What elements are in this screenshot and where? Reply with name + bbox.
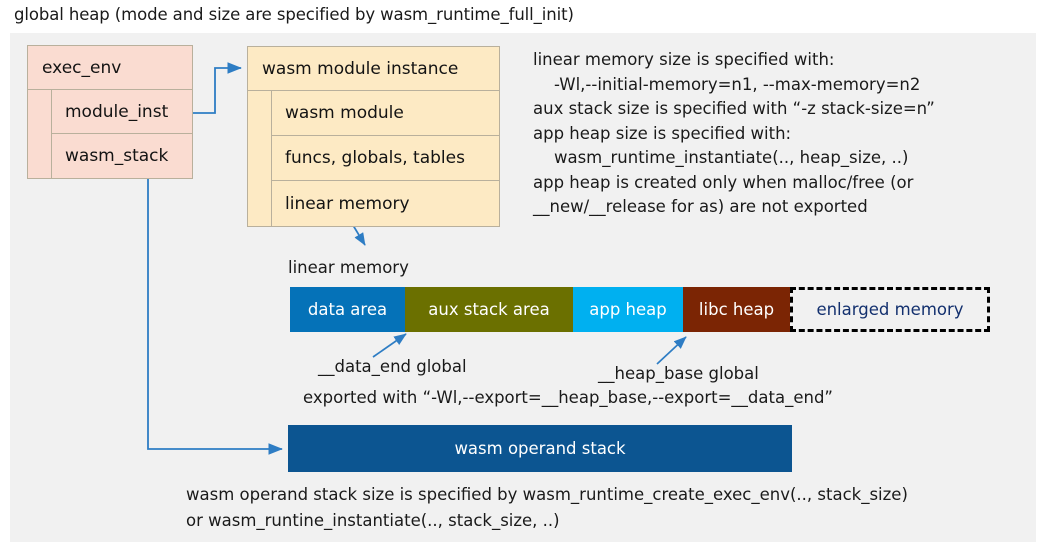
memory-segment-data-area: data area [290,287,405,332]
exec-env-gutter [28,90,52,178]
exec-env-rows: module_inst wasm_stack [52,90,192,178]
wasm-module-instance-box: wasm module instance wasm module funcs, … [247,46,500,227]
module-instance-field-funcs-globals-tables: funcs, globals, tables [272,136,499,181]
memory-config-note: linear memory size is specified with: -W… [533,50,935,216]
module-instance-field-linear-memory: linear memory [285,193,410,214]
wasm-operand-stack-box: wasm operand stack [288,425,792,472]
module-instance-gutter [248,91,272,226]
exec-env-header: exec_env [28,46,192,90]
exec-env-box: exec_env module_inst wasm_stack [27,45,193,179]
memory-segment-enlarged-memory: enlarged memory [790,287,990,332]
exec-env-field-wasm-stack: wasm_stack [65,146,169,166]
module-instance-rows: wasm module funcs, globals, tables linea… [272,91,499,226]
module-instance-body: wasm module funcs, globals, tables linea… [248,91,499,226]
memory-segment-libc-heap: libc heap [683,287,790,332]
page-title: global heap (mode and size are specified… [14,5,574,24]
annotation-data-end: __data_end global [318,357,467,376]
linear-memory-label: linear memory [288,258,409,277]
exec-env-body: module_inst wasm_stack [28,90,192,178]
memory-segment-app-heap: app heap [573,287,683,332]
exec-env-field-module-inst: module_inst [52,90,192,134]
operand-stack-note: wasm operand stack size is specified by … [186,485,908,530]
annotation-heap-base: __heap_base global [598,364,759,383]
annotation-exported-with: exported with “-Wl,--export=__heap_base,… [303,388,833,407]
memory-segment-aux-stack-area: aux stack area [405,287,573,332]
module-instance-field-wasm-module: wasm module [272,91,499,136]
module-instance-header: wasm module instance [248,47,499,91]
